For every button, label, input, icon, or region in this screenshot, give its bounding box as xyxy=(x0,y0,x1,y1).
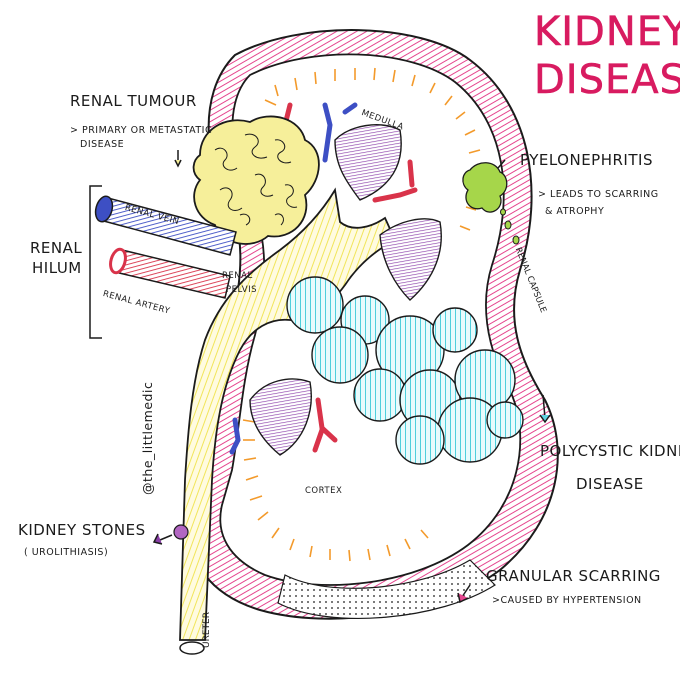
renal-vein-lumen xyxy=(94,195,114,223)
medulla-pyramid-bottom xyxy=(249,378,312,456)
label-polycystic-2: DISEASE xyxy=(576,475,644,493)
watermark: @the_littlemedic xyxy=(140,381,155,495)
label-granular-note: >CAUSED BY HYPERTENSION xyxy=(492,595,642,606)
renal-artery xyxy=(114,249,231,299)
label-renal-pelvis-2: PELVIS xyxy=(226,285,258,295)
label-renal-hilum-1: RENAL xyxy=(30,239,83,257)
label-pyelonephritis: PYELONEPHRITIS xyxy=(520,151,653,169)
label-renal-pelvis-1: RENAL xyxy=(222,271,253,281)
label-renal-tumour-note-1: > PRIMARY OR METASTATIC xyxy=(70,125,213,136)
label-granular-scarring: GRANULAR SCARRING xyxy=(486,567,661,585)
label-kidney-stones: KIDNEY STONES xyxy=(18,521,146,539)
label-renal-tumour: RENAL TUMOUR xyxy=(70,92,197,110)
polycystic-cysts xyxy=(286,276,524,465)
granular-scarring xyxy=(277,559,496,619)
hilum-bracket xyxy=(89,185,102,339)
label-pyelonephritis-note-1: > LEADS TO SCARRING xyxy=(538,189,659,200)
label-urolithiasis: ( UROLITHIASIS) xyxy=(24,547,109,558)
pyelonephritis-lesion xyxy=(462,162,508,213)
renal-pelvis xyxy=(179,187,397,641)
title-line-1: KIDNEY xyxy=(534,9,680,55)
label-cortex: CORTEX xyxy=(305,486,343,496)
label-renal-tumour-note-2: DISEASE xyxy=(80,139,125,150)
tumour-texture xyxy=(214,133,298,226)
label-ureter: URETER xyxy=(202,612,212,648)
medulla-pyramid-middle xyxy=(379,218,442,301)
ureter-opening xyxy=(179,641,205,655)
title-line-2: DISEASE xyxy=(534,57,680,103)
label-polycystic-1: POLYCYSTIC KIDNEY xyxy=(540,442,680,460)
pyelonephritis-droplets xyxy=(500,208,520,245)
label-pyelonephritis-note-2: & ATROPHY xyxy=(545,206,605,217)
kidney-stone xyxy=(173,524,189,540)
label-arrows xyxy=(152,150,551,604)
medulla-pyramid-top xyxy=(334,124,402,201)
renal-tumour xyxy=(192,115,320,245)
label-renal-hilum-2: HILUM xyxy=(32,259,82,277)
renal-artery-lumen xyxy=(109,247,127,275)
